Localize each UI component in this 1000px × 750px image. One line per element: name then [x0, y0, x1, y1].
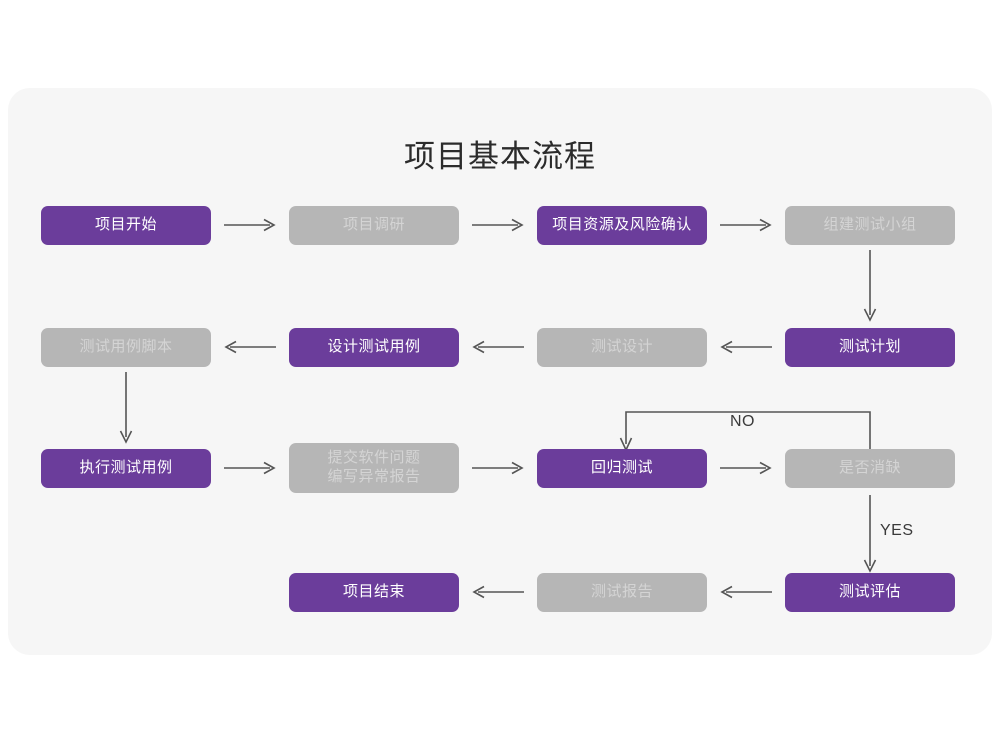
arrow-right-resource-to-team	[720, 218, 772, 232]
flow-node-regression-test[interactable]: 回归测试	[537, 449, 707, 488]
flow-node-test-report[interactable]: 测试报告	[537, 573, 707, 612]
flow-node-design-testcase[interactable]: 设计测试用例	[289, 328, 459, 367]
flow-node-execute-testcase[interactable]: 执行测试用例	[41, 449, 211, 488]
arrow-down-team-to-test-plan	[863, 250, 877, 322]
flow-node-submit-issue-report[interactable]: 提交软件问题 编写异常报告	[289, 443, 459, 493]
flow-node-resource-risk-confirm[interactable]: 项目资源及风险确认	[537, 206, 707, 245]
flow-node-project-end[interactable]: 项目结束	[289, 573, 459, 612]
arrow-right-start-to-research	[224, 218, 276, 232]
flow-node-build-test-team[interactable]: 组建测试小组	[785, 206, 955, 245]
arrow-down-script-to-execute	[119, 372, 133, 444]
arrow-left-report-to-project-end	[472, 585, 524, 599]
arrow-right-execute-to-submit	[224, 461, 276, 475]
arrow-down-yes-defect-to-evaluation	[863, 495, 877, 573]
flowchart-card	[8, 88, 992, 655]
flow-node-project-start[interactable]: 项目开始	[41, 206, 211, 245]
arrow-right-submit-to-regression	[472, 461, 524, 475]
flow-node-testcase-script[interactable]: 测试用例脚本	[41, 328, 211, 367]
arrow-left-evaluation-to-report	[720, 585, 772, 599]
arrow-right-research-to-resource	[472, 218, 524, 232]
flow-node-project-research[interactable]: 项目调研	[289, 206, 459, 245]
flow-node-defect-cleared[interactable]: 是否消缺	[785, 449, 955, 488]
arrow-left-testdesign-to-designcase	[472, 340, 524, 354]
edge-label-no: NO	[730, 413, 755, 430]
page-title: 项目基本流程	[404, 139, 596, 174]
flow-node-test-design[interactable]: 测试设计	[537, 328, 707, 367]
flow-node-test-plan[interactable]: 测试计划	[785, 328, 955, 367]
flow-node-test-evaluation[interactable]: 测试评估	[785, 573, 955, 612]
arrow-right-regression-to-defect-check	[720, 461, 772, 475]
arrow-left-testplan-to-testdesign	[720, 340, 772, 354]
edge-label-yes: YES	[880, 522, 914, 539]
arrow-left-design-to-script	[224, 340, 276, 354]
